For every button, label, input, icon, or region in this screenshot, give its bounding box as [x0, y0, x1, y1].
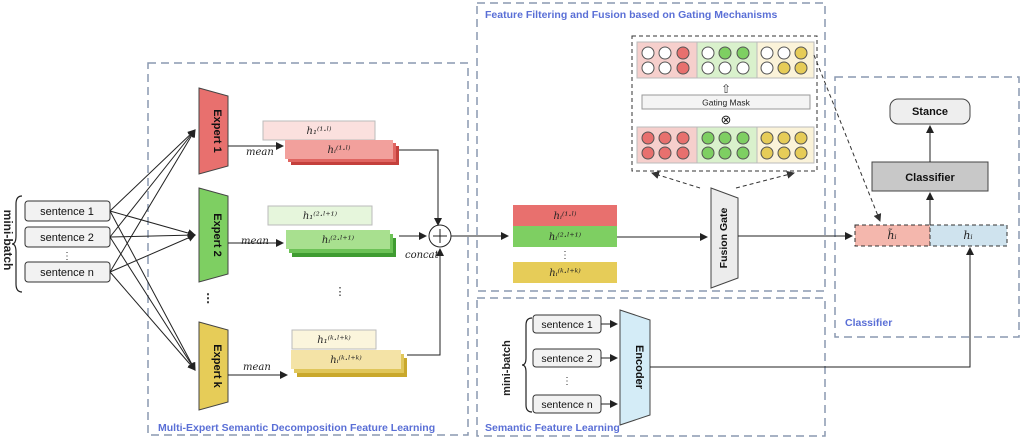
minibatch-sentence-n: sentence n	[24, 261, 111, 283]
gated-output-circles	[641, 46, 808, 75]
gating-mask-bar: Gating Mask	[641, 94, 811, 110]
semantic-sentence-n: sentence n	[532, 394, 602, 414]
mean-label-2: mean	[241, 236, 269, 247]
up-arrow-icon: ⇧	[721, 82, 731, 96]
svg-text:Classifier: Classifier	[905, 172, 955, 184]
svg-text:sentence 1: sentence 1	[541, 319, 593, 331]
classifier-box: Classifier	[871, 161, 989, 192]
svg-text:hᵢ⁽ᵏ·ˡ⁺ᵏ⁾: hᵢ⁽ᵏ·ˡ⁺ᵏ⁾	[330, 355, 362, 366]
encoder-to-h-arrow	[650, 247, 974, 368]
fusion-row-2: hᵢ⁽²·ˡ⁺¹⁾	[513, 226, 617, 247]
svg-text:sentence 2: sentence 2	[541, 353, 593, 365]
svg-text:h̃ᵢ: h̃ᵢ	[887, 229, 896, 242]
expert-k-label: Expert k	[211, 344, 223, 388]
encoder-label: Encoder	[633, 345, 645, 390]
minibatch-sentence-2: sentence 2	[24, 226, 111, 248]
sentence-expert-arrows	[109, 129, 196, 371]
concat-node	[428, 224, 452, 248]
concat-label: concat	[405, 250, 440, 261]
svg-text:hᵢ⁽¹·ˡ⁾: hᵢ⁽¹·ˡ⁾	[554, 211, 578, 222]
svg-text:hᵢ⁽¹·ˡ⁾: hᵢ⁽¹·ˡ⁾	[328, 145, 352, 156]
svg-text:hᵢ: hᵢ	[963, 229, 972, 242]
fusion-gate-label: Fusion Gate	[718, 208, 730, 269]
mean-arrows	[228, 142, 288, 379]
gate-callout-lines	[651, 54, 882, 222]
h-cell: hᵢ	[929, 224, 1008, 247]
section-multi-expert-frame	[147, 62, 469, 436]
expert-dots: ⋮	[202, 291, 214, 305]
semantic-minibatch-brace	[521, 317, 533, 413]
svg-text:hᵢ⁽²·ˡ⁺¹⁾: hᵢ⁽²·ˡ⁺¹⁾	[322, 235, 355, 246]
semantic-dots: ⋮	[562, 376, 572, 387]
mean-label-1: mean	[246, 147, 274, 158]
otimes-icon: ⊗	[721, 112, 732, 127]
svg-text:h₁⁽¹·ˡ⁾: h₁⁽¹·ˡ⁾	[307, 126, 333, 137]
stack-expert-k: h₁⁽ᵏ·ˡ⁺ᵏ⁾ hᵢ⁽ᵏ·ˡ⁺ᵏ⁾	[291, 329, 407, 377]
expert-2: Expert 2	[198, 187, 229, 283]
section-semantic-title: Semantic Feature Learning	[485, 422, 620, 434]
fusion-gate: Fusion Gate	[710, 187, 739, 289]
semantic-arrows	[601, 320, 618, 408]
section-fusion-frame	[476, 2, 826, 292]
gating-detail-frame	[631, 35, 818, 172]
fusion-dots: ⋮	[560, 250, 570, 261]
minibatch-brace	[11, 195, 23, 293]
expert-1: Expert 1	[198, 87, 229, 175]
svg-text:sentence 2: sentence 2	[40, 232, 94, 244]
svg-text:Gating Mask: Gating Mask	[702, 98, 750, 108]
h-tilde-cell: h̃ᵢ	[854, 224, 931, 247]
stack-expert-2: h₁⁽²·ˡ⁺¹⁾ hᵢ⁽²·ˡ⁺¹⁾	[267, 205, 396, 257]
section-fusion-title: Feature Filtering and Fusion based on Ga…	[485, 9, 777, 21]
minibatch-dots: ⋮	[62, 251, 72, 262]
section-classifier-frame	[834, 76, 1020, 338]
svg-text:hᵢ⁽²·ˡ⁺¹⁾: hᵢ⁽²·ˡ⁺¹⁾	[549, 232, 582, 243]
gating-input-grid	[636, 126, 815, 164]
mean-label-k: mean	[243, 362, 271, 373]
svg-text:Stance: Stance	[912, 106, 948, 118]
minibatch-sentence-1: sentence 1	[24, 200, 111, 222]
fusion-row-1: hᵢ⁽¹·ˡ⁾	[513, 205, 617, 226]
fusion-row-k: hᵢ⁽ᵏ·ˡ⁺ᵏ⁾	[513, 262, 617, 283]
concat-connectors	[399, 149, 444, 356]
svg-text:sentence n: sentence n	[541, 399, 593, 411]
stack-expert-1: h₁⁽¹·ˡ⁾ hᵢ⁽¹·ˡ⁾	[262, 120, 399, 165]
expert-1-label: Expert 1	[211, 109, 223, 152]
svg-text:hᵢ⁽ᵏ·ˡ⁺ᵏ⁾: hᵢ⁽ᵏ·ˡ⁺ᵏ⁾	[549, 268, 581, 279]
stance-box: Stance	[889, 98, 971, 125]
svg-text:h₁⁽²·ˡ⁺¹⁾: h₁⁽²·ˡ⁺¹⁾	[303, 211, 338, 222]
svg-text:sentence 1: sentence 1	[40, 206, 94, 218]
section-multi-expert-title: Multi-Expert Semantic Decomposition Feat…	[158, 422, 435, 434]
expert-k: Expert k	[198, 321, 229, 411]
encoder: Encoder	[619, 309, 651, 426]
semantic-sentence-1: sentence 1	[532, 314, 602, 334]
semantic-sentence-2: sentence 2	[532, 348, 602, 368]
svg-text:h₁⁽ᵏ·ˡ⁺ᵏ⁾: h₁⁽ᵏ·ˡ⁺ᵏ⁾	[317, 335, 351, 346]
svg-text:sentence n: sentence n	[40, 267, 94, 279]
section-classifier-title: Classifier	[845, 317, 892, 329]
minibatch-label: mini-batch	[1, 210, 15, 271]
stack-dots: ⋮	[335, 286, 346, 298]
semantic-minibatch-label: mini-batch	[501, 340, 513, 396]
expert-2-label: Expert 2	[211, 213, 223, 256]
